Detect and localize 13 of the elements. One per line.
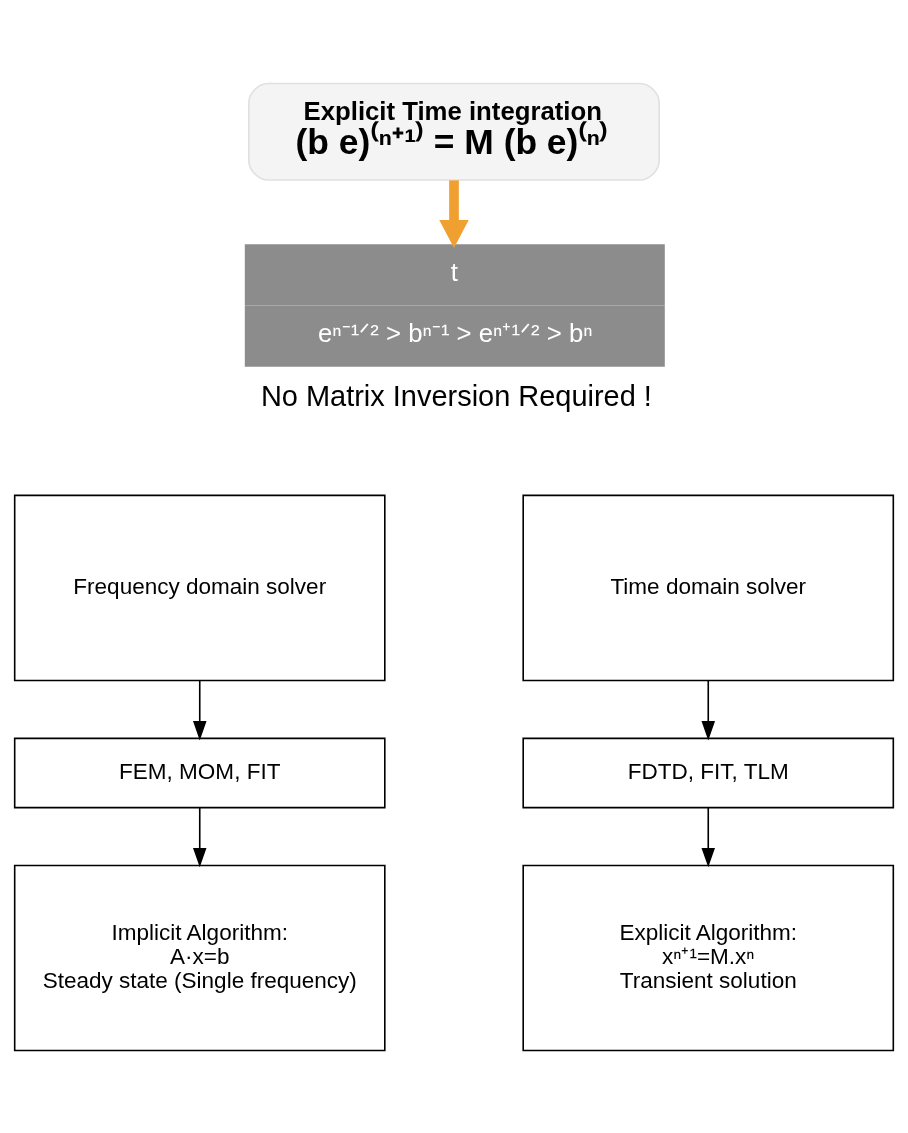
arrow: [439, 179, 469, 248]
arrow: [192, 679, 207, 740]
node-box: Frequency domain solver: [13, 494, 386, 681]
node-box: FDTD, FIT, TLM: [522, 737, 895, 808]
arrow: [701, 806, 716, 867]
node-box: Implicit Algorithm: A·x=b Steady state (Single frequency): [13, 864, 386, 1051]
arrow: [192, 806, 207, 867]
node-box: Time domain solver: [522, 494, 895, 681]
node-box: Explicit Algorithm: xⁿ⁺¹=M.xⁿ Transient solution: [522, 864, 895, 1051]
node-box: Explicit Time integration (b e)⁽ⁿ⁺¹⁾ = M (b e)⁽ⁿ⁾: [248, 82, 660, 181]
node-label: No Matrix Inversion Required !: [260, 379, 652, 412]
node-box: FEM, MOM, FIT: [13, 737, 386, 808]
arrow: [701, 679, 716, 740]
